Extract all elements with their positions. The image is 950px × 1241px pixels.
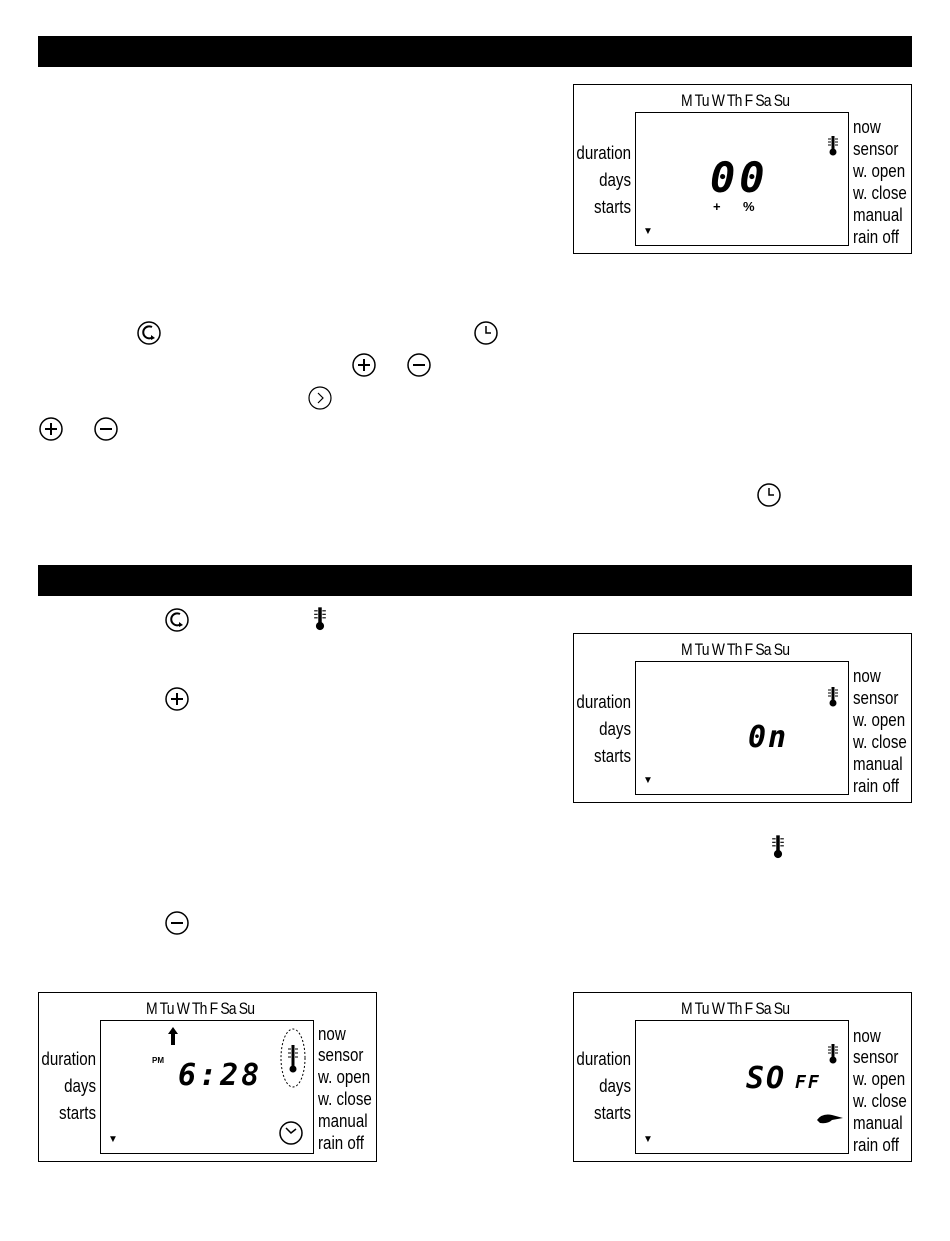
minus-icon: [165, 911, 189, 935]
lcd-display-4: M Tu W Th F Sa Su duration days starts n…: [573, 992, 912, 1162]
label-manual: manual: [318, 1111, 368, 1131]
lcd-screen: [635, 661, 849, 795]
label-sensor: sensor: [318, 1045, 364, 1065]
label-duration: duration: [576, 692, 631, 712]
label-days: days: [64, 1076, 96, 1096]
down-arrow-indicator: ▼: [108, 1134, 118, 1145]
label-w-close: w. close: [853, 183, 907, 203]
down-arrow-indicator: ▼: [643, 775, 653, 786]
minus-icon: [407, 353, 431, 377]
label-manual: manual: [853, 1113, 903, 1133]
label-starts: starts: [594, 197, 631, 217]
lcd-display-1: M Tu W Th F Sa Su duration days starts n…: [573, 84, 912, 254]
clock-icon: [757, 483, 781, 507]
program-dial-icon: [137, 321, 161, 345]
clock-icon: [474, 321, 498, 345]
label-sensor: sensor: [853, 688, 899, 708]
label-days: days: [599, 170, 631, 190]
display-time: 6:28: [178, 1058, 263, 1093]
thermometer-icon: [828, 136, 838, 156]
days-row: M Tu W Th F Sa Su: [146, 999, 255, 1018]
label-w-close: w. close: [853, 1091, 907, 1111]
label-rain-off: rain off: [853, 227, 899, 247]
display-value: SO: [746, 1061, 787, 1096]
minus-icon: [94, 417, 118, 441]
lcd-screen: [635, 112, 849, 246]
label-manual: manual: [853, 205, 903, 225]
thermometer-icon: [280, 1028, 306, 1088]
next-arrow-icon: [308, 386, 332, 410]
label-starts: starts: [594, 1103, 631, 1123]
lcd-screen: [100, 1020, 314, 1154]
label-rain-off: rain off: [853, 1135, 899, 1155]
label-rain-off: rain off: [853, 776, 899, 796]
thermometer-icon: [828, 687, 838, 707]
label-w-close: w. close: [318, 1089, 372, 1109]
section-header-bar-2: [38, 565, 912, 596]
label-now: now: [318, 1024, 346, 1044]
pm-indicator: PM: [152, 1056, 164, 1065]
down-arrow-indicator: ▼: [643, 1134, 653, 1145]
days-row: M Tu W Th F Sa Su: [681, 999, 790, 1018]
display-value: 00: [710, 153, 769, 202]
label-duration: duration: [576, 143, 631, 163]
thermometer-icon: [314, 607, 326, 631]
label-manual: manual: [853, 754, 903, 774]
lcd-display-2: M Tu W Th F Sa Su duration days starts n…: [573, 633, 912, 803]
section-header-bar-1: [38, 36, 912, 67]
label-days: days: [599, 719, 631, 739]
clock-icon: [279, 1121, 303, 1145]
label-sensor: sensor: [853, 1047, 899, 1067]
flow-icon: [168, 1027, 178, 1045]
label-starts: starts: [594, 746, 631, 766]
label-days: days: [599, 1076, 631, 1096]
label-duration: duration: [41, 1049, 96, 1069]
display-value: 0n: [748, 720, 789, 755]
display-value-suffix: FF: [795, 1072, 821, 1093]
label-sensor: sensor: [853, 139, 899, 159]
label-w-open: w. open: [853, 1069, 906, 1089]
display-percent: %: [743, 199, 755, 214]
plus-icon: [39, 417, 63, 441]
down-arrow-indicator: ▼: [643, 226, 653, 237]
plus-icon: [165, 687, 189, 711]
label-now: now: [853, 1026, 881, 1046]
lcd-display-3: M Tu W Th F Sa Su duration days starts n…: [38, 992, 377, 1162]
label-w-close: w. close: [853, 732, 907, 752]
label-w-open: w. open: [853, 161, 906, 181]
label-w-open: w. open: [853, 710, 906, 730]
manual-hand-icon: [817, 1114, 843, 1124]
label-now: now: [853, 117, 881, 137]
days-row: M Tu W Th F Sa Su: [681, 91, 790, 110]
thermometer-icon: [772, 835, 784, 859]
lcd-screen: [635, 1020, 849, 1154]
label-now: now: [853, 666, 881, 686]
label-rain-off: rain off: [318, 1133, 364, 1153]
label-starts: starts: [59, 1103, 96, 1123]
program-dial-icon: [165, 608, 189, 632]
plus-icon: [352, 353, 376, 377]
label-duration: duration: [576, 1049, 631, 1069]
display-plus: +: [713, 199, 721, 214]
days-row: M Tu W Th F Sa Su: [681, 640, 790, 659]
thermometer-icon: [828, 1044, 838, 1064]
label-w-open: w. open: [318, 1067, 371, 1087]
